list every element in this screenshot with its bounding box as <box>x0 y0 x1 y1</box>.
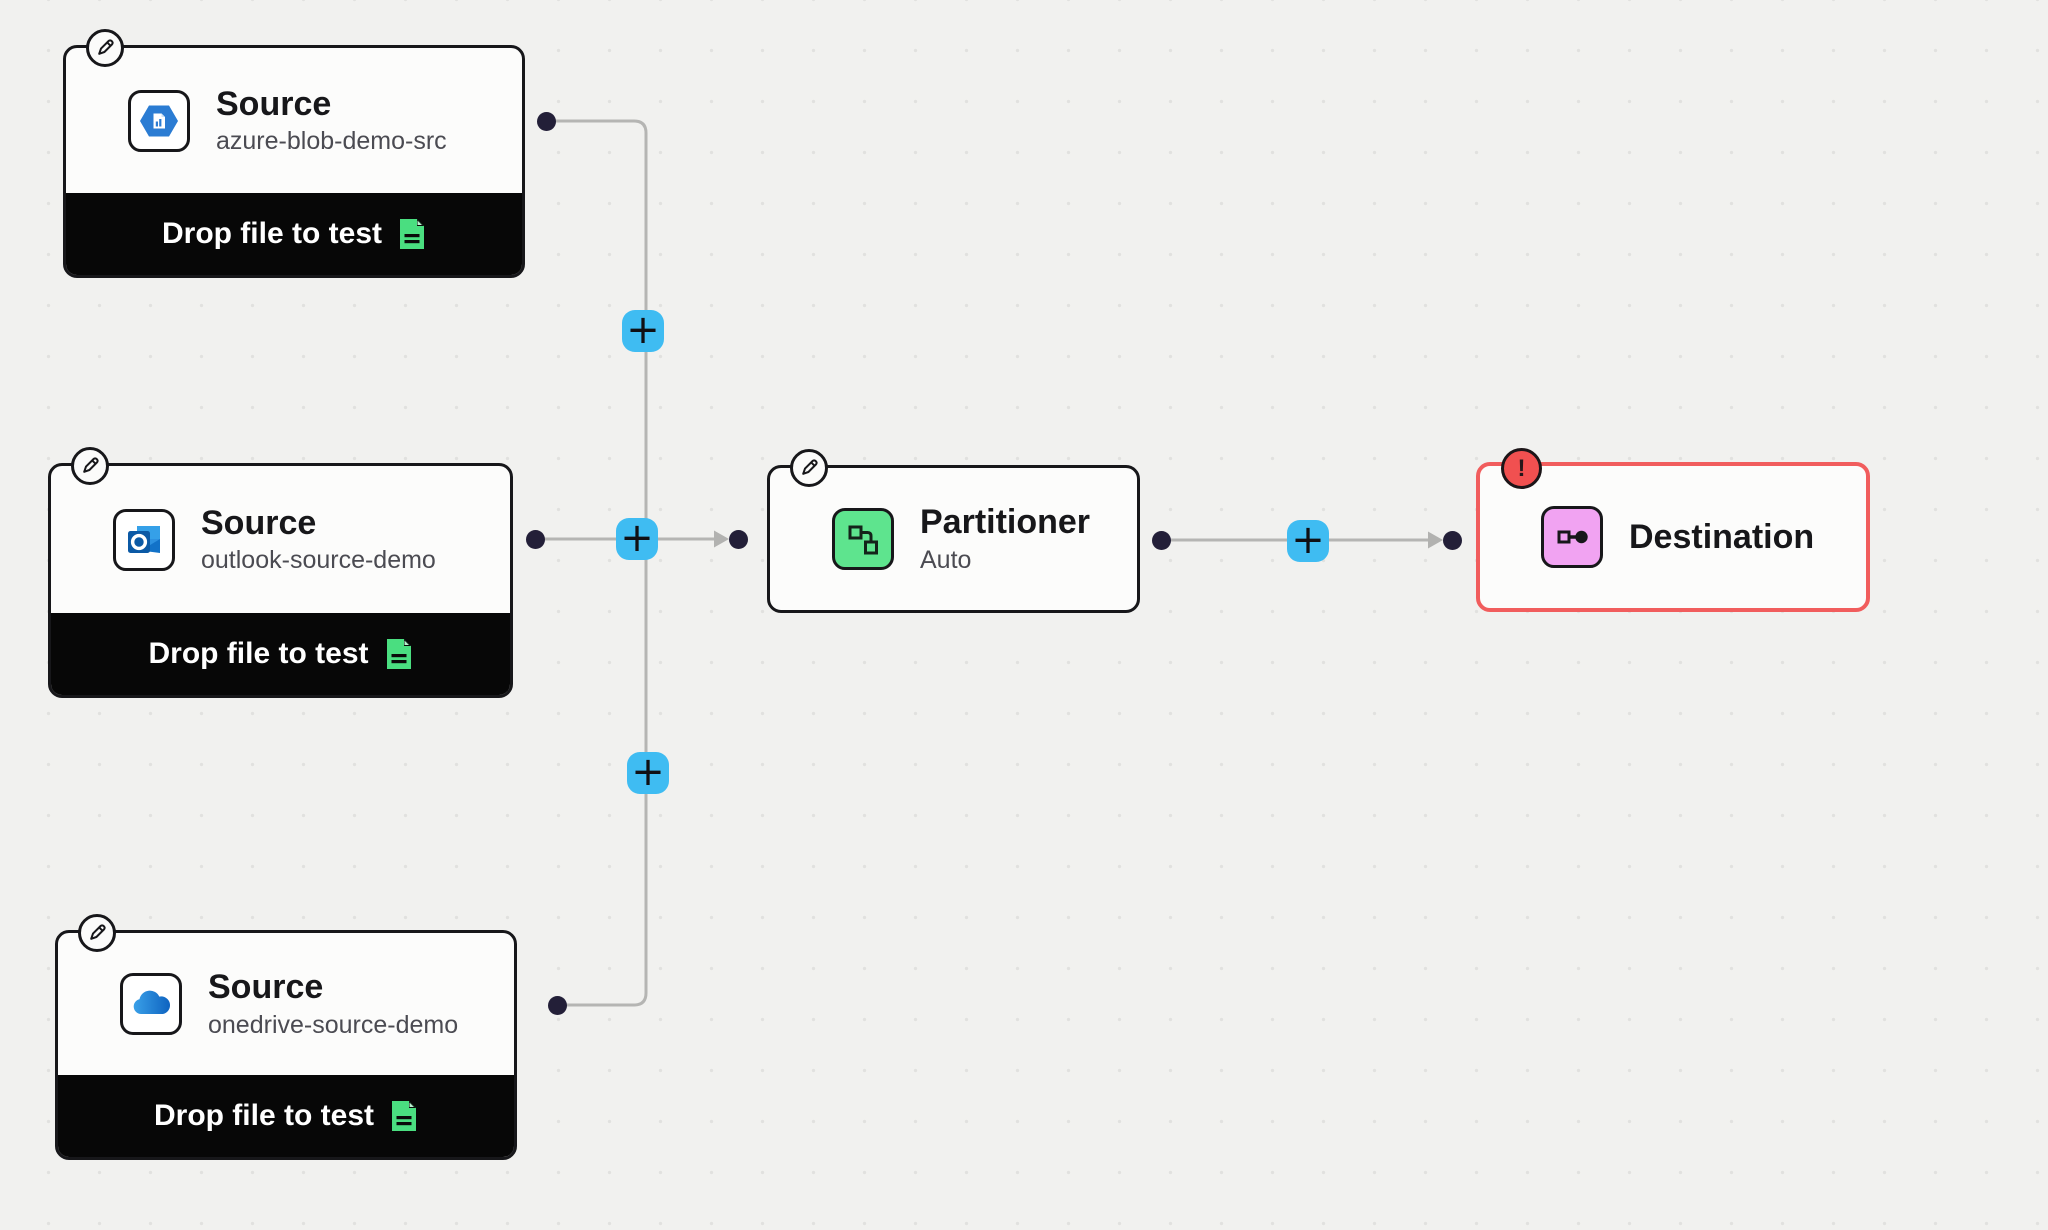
add-node-button-top[interactable]: + <box>622 310 664 352</box>
node-title: Source <box>216 84 332 123</box>
handle-partitioner-out[interactable] <box>1151 530 1171 550</box>
drop-file-zone[interactable]: Drop file to test <box>51 613 510 695</box>
handle-source-onedrive-out[interactable] <box>547 995 567 1015</box>
edge-sources-merge[interactable] <box>546 119 648 1007</box>
plus-icon: + <box>626 306 660 353</box>
node-title: Source <box>208 968 324 1007</box>
arrowhead-partitioner <box>714 530 729 548</box>
document-icon <box>400 219 424 249</box>
edit-button[interactable] <box>71 447 109 485</box>
pencil-icon <box>90 924 106 940</box>
arrowhead-destination <box>1428 531 1443 549</box>
drop-file-label: Drop file to test <box>161 217 382 250</box>
pencil-icon <box>83 457 99 473</box>
plus-icon: + <box>631 748 665 795</box>
node-subtitle: azure-blob-demo-src <box>216 127 447 156</box>
document-icon <box>392 1101 416 1131</box>
node-source-azure[interactable]: Source azure-blob-demo-src Drop file to … <box>63 29 525 278</box>
drop-file-zone[interactable]: Drop file to test <box>66 193 522 275</box>
node-title: Source <box>201 503 317 542</box>
pencil-icon <box>98 39 114 55</box>
node-subtitle: Auto <box>920 545 972 574</box>
outlook-icon <box>113 508 175 571</box>
error-mark: ! <box>1517 454 1526 482</box>
node-title: Destination <box>1629 517 1815 556</box>
node-partitioner[interactable]: Partitioner Auto <box>767 449 1140 613</box>
drop-file-label: Drop file to test <box>148 637 369 670</box>
node-subtitle: onedrive-source-demo <box>208 1010 459 1039</box>
document-icon <box>386 639 411 669</box>
drop-file-zone[interactable]: Drop file to test <box>58 1075 514 1157</box>
handle-source-outlook-out[interactable] <box>525 529 545 549</box>
node-source-onedrive[interactable]: Source onedrive-source-demo Drop file to… <box>55 914 517 1160</box>
add-node-button-right[interactable]: + <box>1287 520 1329 562</box>
node-destination[interactable]: ! Destination <box>1476 448 1870 612</box>
handle-destination-in[interactable] <box>1442 530 1462 550</box>
handle-partitioner-in[interactable] <box>728 529 748 549</box>
error-badge[interactable]: ! <box>1501 448 1542 489</box>
azure-blob-icon <box>128 89 190 152</box>
drop-file-label: Drop file to test <box>153 1099 374 1132</box>
edit-button[interactable] <box>790 449 828 487</box>
node-source-outlook[interactable]: Source outlook-source-demo Drop file to … <box>48 447 513 698</box>
edit-button[interactable] <box>78 914 116 952</box>
node-subtitle: outlook-source-demo <box>201 546 436 575</box>
add-node-button-bottom[interactable]: + <box>627 752 669 794</box>
plus-icon: + <box>1291 516 1325 563</box>
onedrive-cloud-icon <box>120 973 182 1035</box>
handle-source-azure-out[interactable] <box>536 111 556 131</box>
destination-link-icon <box>1541 506 1603 568</box>
plus-icon: + <box>620 514 654 561</box>
node-title: Partitioner <box>920 503 1091 542</box>
add-node-button-middle[interactable]: + <box>616 518 658 560</box>
edit-button[interactable] <box>86 29 124 67</box>
pencil-icon <box>802 459 818 475</box>
partitioner-flow-icon <box>832 508 894 570</box>
